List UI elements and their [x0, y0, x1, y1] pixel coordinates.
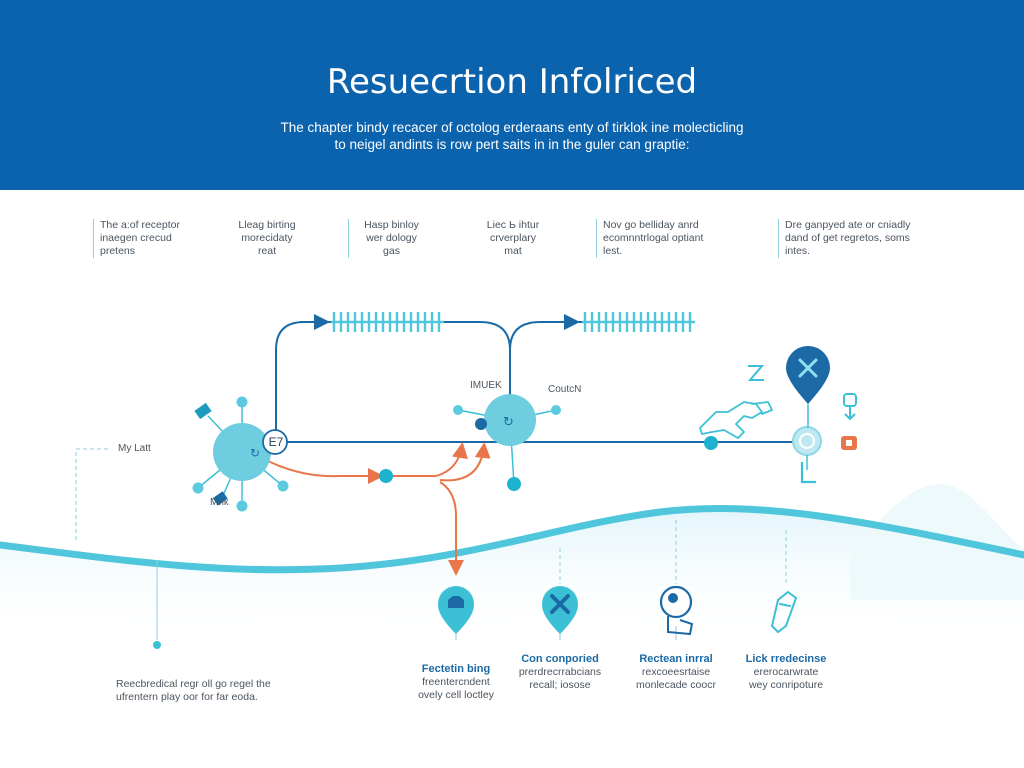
svg-text:↻: ↻	[503, 415, 514, 430]
left-guide-line	[75, 448, 108, 540]
z-symbol-icon	[747, 365, 765, 381]
close-marker-icon	[786, 346, 830, 404]
orange-path-down	[439, 481, 464, 576]
right-chain-dot	[704, 436, 718, 450]
hub-node-icon: ↻	[453, 394, 561, 491]
pin-icon-compound	[542, 586, 578, 634]
right-ring-node	[792, 426, 822, 456]
hub-right-label: CoutcN	[548, 384, 582, 395]
wave-background	[0, 508, 1024, 640]
header-banner: Resuecrtion Infolriced The chapter bindy…	[0, 0, 1024, 190]
bottom-item-1: Fectetin bing freentercndent ovely cell …	[418, 663, 494, 701]
top-note-1: The a:of receptor inaegen crecud pretens	[93, 219, 180, 258]
left-drop-dot	[153, 641, 161, 649]
comb-right	[582, 312, 695, 332]
link-icon-predecinse	[770, 590, 798, 634]
bottom-item-2: Con conporied prerdrecrrabcians recall; …	[518, 653, 602, 691]
footer-note: Reecbredical regr oll go regel the ufren…	[116, 678, 271, 703]
loop-right	[509, 321, 588, 400]
comb-left	[331, 312, 444, 332]
pin-icon-binding	[438, 586, 474, 634]
lock-icon	[841, 436, 857, 450]
top-note-3: Hasp binloy wer dology gas	[348, 219, 428, 258]
wave-line	[0, 505, 1024, 574]
top-note-2: Lleag birting morecidaty reat	[238, 219, 296, 257]
wrench-icon	[699, 401, 773, 439]
bracket-icon	[800, 462, 816, 484]
profile-icon-internal	[659, 585, 694, 636]
pathway-dot	[379, 469, 393, 483]
top-note-5: Nov go belliday anrd ecomnntrlogal optia…	[596, 219, 703, 258]
orange-path-main	[261, 457, 384, 484]
wave-hill-right	[850, 483, 1024, 600]
page-title: Resuecrtion Infolriced	[326, 62, 698, 102]
orange-path-up-1	[435, 442, 468, 477]
bottom-item-4: Lick rredecinse ererocarwrate wey conrip…	[745, 653, 827, 691]
receptor-badge	[262, 429, 288, 455]
page-subtitle-line-2: to neigel andints is row pert saits in i…	[334, 137, 690, 152]
top-note-6: Dre ganpyed ate or cniadly dand of get r…	[778, 219, 911, 258]
orange-path-up-2	[439, 442, 491, 482]
down-arrow-icon	[843, 393, 857, 421]
hub-left-label: IMUEK	[470, 380, 502, 391]
receptor-badge-label: E7	[268, 435, 284, 449]
page-subtitle-line-1: The chapter bindy recacer of octolog erd…	[280, 120, 744, 135]
receptor-bottom-label: Mик	[210, 497, 229, 508]
left-side-label: My Latt	[118, 443, 151, 454]
receptor-node-icon: ↻	[192, 396, 289, 512]
top-note-4: Liec Ь ihtur crverplary mat	[486, 219, 540, 257]
bottom-item-3: Rectean inrral rexcoeesrtaise monlecade …	[636, 653, 716, 691]
svg-text:↻: ↻	[250, 446, 260, 460]
